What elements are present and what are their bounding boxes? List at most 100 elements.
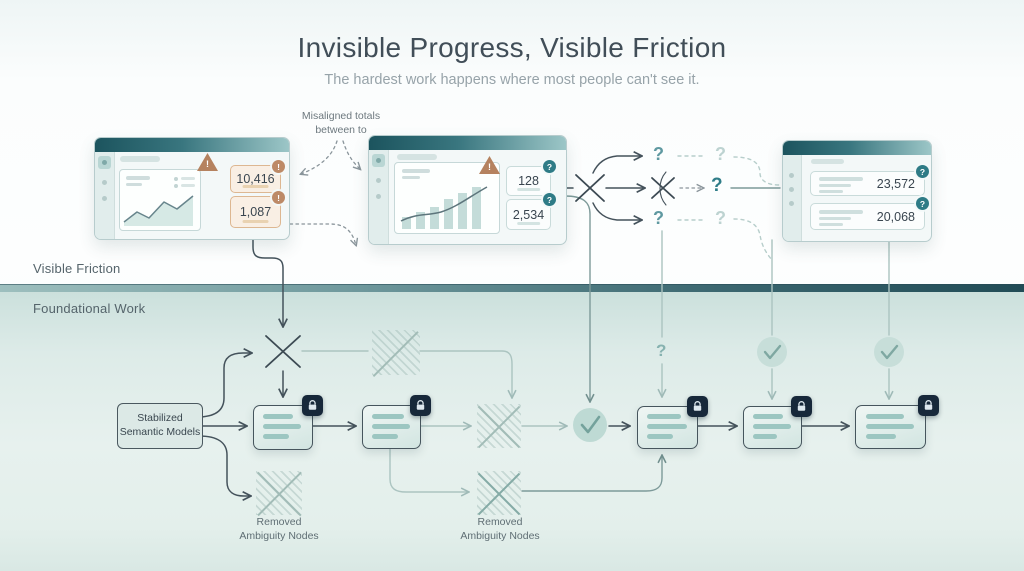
section-divider xyxy=(0,284,1024,292)
removed-label-right: Removed Ambiguity Nodes xyxy=(460,516,540,542)
removed-label-left: Removed Ambiguity Nodes xyxy=(239,516,319,542)
question-badge-icon: ? xyxy=(543,193,556,206)
line-source-to-cross xyxy=(196,353,251,418)
sidebar-dot-icon xyxy=(102,196,107,201)
lock-icon xyxy=(918,395,939,416)
crossB-squiggle xyxy=(659,171,667,206)
annotation-arrow-left xyxy=(301,140,338,174)
line-removed-to-node3 xyxy=(521,456,662,492)
question-mark: ? xyxy=(653,144,664,164)
misaligned-annotation: Misaligned totals between to xyxy=(301,110,381,136)
bar-line-chart xyxy=(400,186,488,229)
sidebar-dot-icon xyxy=(789,173,794,178)
lock-icon xyxy=(302,395,323,416)
lock-icon xyxy=(791,396,812,417)
sidebar-dot-icon xyxy=(376,194,381,199)
locked-model-node xyxy=(253,395,323,450)
page-title: Invisible Progress, Visible Friction xyxy=(297,32,727,63)
line-chart-panel xyxy=(119,169,201,231)
line-window2-check xyxy=(564,195,590,401)
sidebar-dot-icon xyxy=(102,180,107,185)
sidebar-dot-icon xyxy=(789,201,794,206)
question-mark-accent: ? xyxy=(711,175,723,196)
legend-dot-icon xyxy=(174,184,178,188)
panel-heading-bar xyxy=(402,169,430,173)
check-circle-main xyxy=(573,408,607,442)
dashboard-window-right: 23,572 ? 20,068 ? xyxy=(782,140,932,242)
window-sidebar xyxy=(95,152,115,239)
metric-card: 20,068 ? xyxy=(810,197,929,230)
check-circle-right xyxy=(874,337,904,367)
window-titlebar xyxy=(783,141,931,155)
annotation-arrow-lower xyxy=(289,223,356,245)
metric-value: 128 xyxy=(518,174,539,188)
metric-card: 1,087 ! xyxy=(230,191,285,228)
annotation-arrow-right xyxy=(342,140,360,169)
question-mark-foundation: ? xyxy=(656,341,667,360)
window-titlebar xyxy=(369,136,566,150)
line-node2-removed xyxy=(389,448,468,492)
dash-curve-bottom xyxy=(733,218,773,261)
locked-model-node xyxy=(362,395,431,449)
dash-curve-top xyxy=(733,156,780,186)
metric-card: 10,416 ! xyxy=(230,160,285,193)
question-badge-icon: ? xyxy=(543,160,556,173)
metric-value: 10,416 xyxy=(236,172,275,186)
check-circle-left xyxy=(757,337,787,367)
line-source-to-removed xyxy=(198,435,250,496)
page-subtitle: The hardest work happens where most peop… xyxy=(324,72,700,88)
locked-model-node xyxy=(637,396,708,449)
legend-bar xyxy=(181,184,195,187)
crossA-stroke xyxy=(575,174,605,202)
metric-value: 1,087 xyxy=(239,205,272,219)
toolbar-placeholder xyxy=(397,154,437,160)
bar-chart-panel xyxy=(394,162,500,234)
question-badge-icon: ? xyxy=(916,165,929,178)
metric-value: 2,534 xyxy=(512,207,545,222)
question-mark-faded: ? xyxy=(715,144,726,164)
label-foundational-work: Foundational Work xyxy=(33,301,146,316)
source-box-label: Stabilized Semantic Models xyxy=(119,412,201,438)
removed-node-x xyxy=(477,471,521,515)
question-mark-faded: ? xyxy=(715,208,726,228)
toolbar-placeholder xyxy=(811,159,844,164)
line-hatch-down xyxy=(419,350,512,397)
panel-heading-bar xyxy=(126,176,150,180)
metric-value: 23,572 xyxy=(876,176,915,191)
crossB-stroke xyxy=(651,177,675,199)
removed-node-x xyxy=(477,404,521,448)
metric-card: 2,534 ? xyxy=(506,193,556,230)
lock-icon xyxy=(410,395,431,416)
line-metric-to-cross xyxy=(252,227,283,326)
locked-model-node xyxy=(855,395,939,449)
branch-up xyxy=(592,156,641,174)
area-line-chart xyxy=(123,195,194,226)
lock-icon xyxy=(687,396,708,417)
metric-value: 20,068 xyxy=(876,209,915,224)
legend-bar xyxy=(181,177,195,180)
label-visible-friction: Visible Friction xyxy=(33,261,121,276)
panel-heading-bar xyxy=(402,176,420,179)
cross-node-stroke xyxy=(265,335,301,368)
question-badge-icon: ? xyxy=(916,197,929,210)
question-mark: ? xyxy=(653,208,664,228)
legend-dot-icon xyxy=(174,177,178,181)
source-box: Stabilized Semantic Models xyxy=(117,403,203,449)
sidebar-dot-icon xyxy=(789,187,794,192)
window-sidebar xyxy=(783,155,802,241)
panel-heading-bar xyxy=(126,183,142,186)
locked-model-node xyxy=(743,396,812,449)
sidebar-tile-icon xyxy=(98,156,111,169)
metric-card: 128 ? xyxy=(506,160,556,196)
alert-badge-icon: ! xyxy=(272,160,285,173)
window-titlebar xyxy=(95,138,289,152)
sidebar-dot-icon xyxy=(376,178,381,183)
alert-badge-icon: ! xyxy=(272,191,285,204)
removed-node-x xyxy=(256,471,302,515)
branch-down xyxy=(592,202,641,220)
toolbar-placeholder xyxy=(120,156,160,162)
dashboard-window-middle: ! 128 ? 2,534 ? xyxy=(368,135,567,245)
dashboard-window-left: ! 10,416 ! 1,087 ! xyxy=(94,137,290,240)
